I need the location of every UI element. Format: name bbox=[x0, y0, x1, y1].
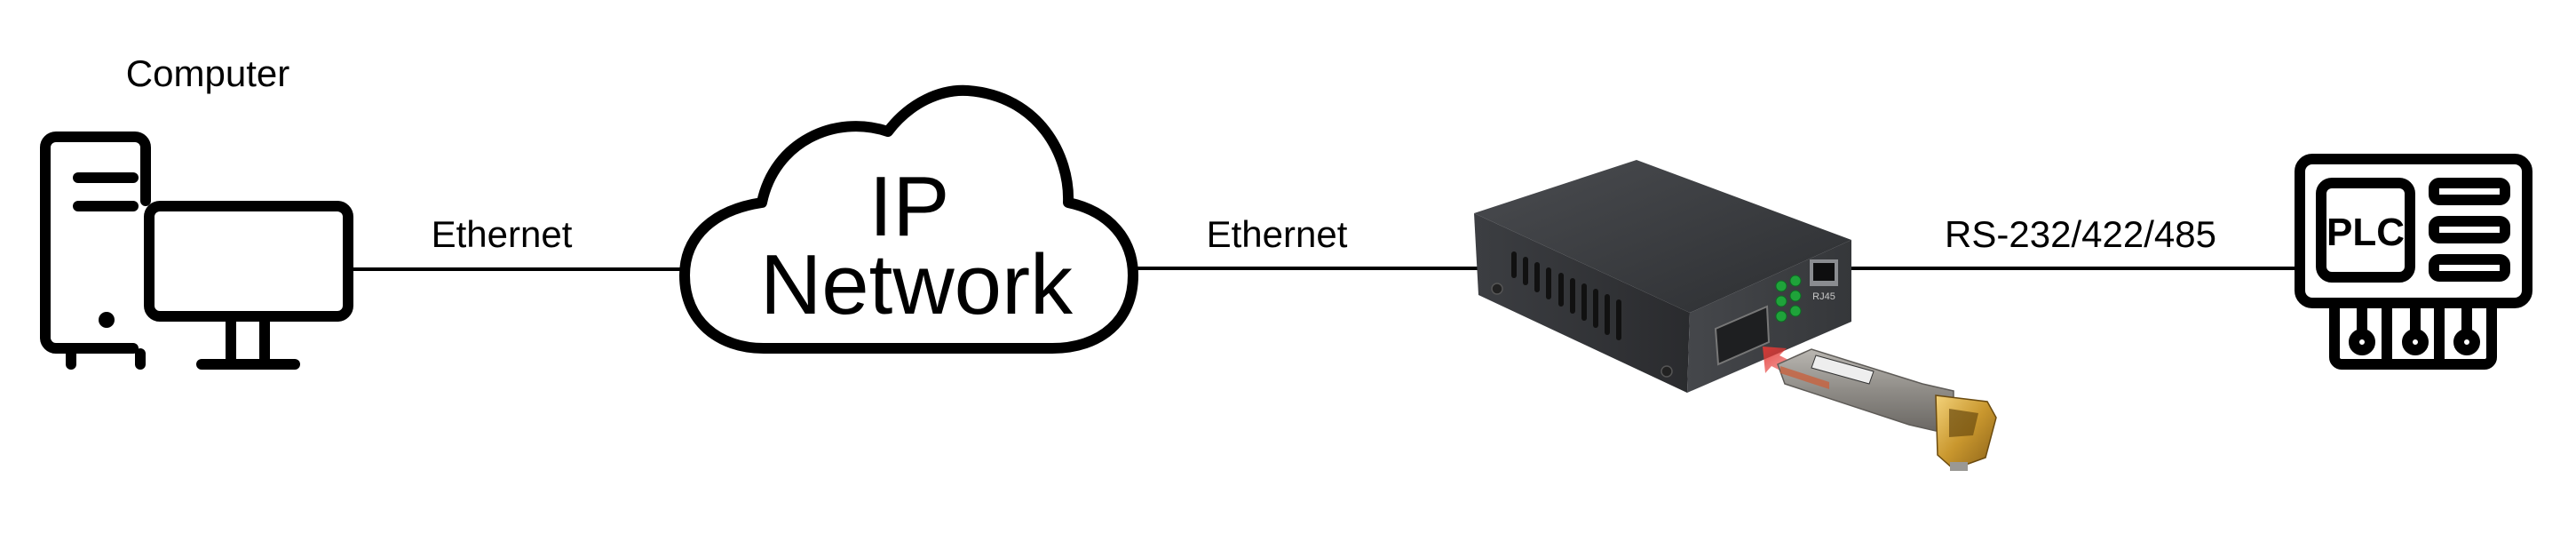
desktop-computer-icon bbox=[40, 132, 353, 370]
plc-controller-icon bbox=[2295, 154, 2532, 370]
copper-sfp-module bbox=[1777, 348, 1997, 471]
computer-label: Computer bbox=[126, 52, 289, 94]
computer-node: Computer bbox=[40, 52, 353, 370]
screw-icon bbox=[1491, 283, 1503, 295]
sfp-cage bbox=[1714, 305, 1771, 366]
rj45-port: RJ45 bbox=[1810, 259, 1838, 302]
power-button-icon bbox=[99, 312, 115, 328]
link-label-ethernet-2: Ethernet bbox=[1207, 213, 1348, 255]
led-icon bbox=[1775, 310, 1787, 323]
cloud-label-line2: Network bbox=[760, 237, 1074, 332]
link-label-serial: RS-232/422/485 bbox=[1945, 213, 2216, 255]
led-icon bbox=[1775, 295, 1787, 307]
status-leds bbox=[1775, 275, 1802, 323]
cloud-label-line1: IP bbox=[869, 159, 950, 254]
cloud-icon bbox=[679, 84, 1138, 354]
led-icon bbox=[1775, 280, 1787, 292]
plc-label: PLC bbox=[2326, 211, 2405, 254]
device-top-face bbox=[1474, 160, 1851, 313]
screw-icon bbox=[1661, 365, 1673, 378]
sfp-label bbox=[1811, 355, 1875, 385]
ip-network-cloud: IP Network bbox=[679, 84, 1138, 354]
led-icon bbox=[1789, 275, 1802, 287]
led-icon bbox=[1789, 290, 1802, 302]
rj45-port-label: RJ45 bbox=[1812, 291, 1835, 302]
plc-node: PLC bbox=[2295, 154, 2532, 370]
link-label-ethernet-1: Ethernet bbox=[432, 213, 573, 255]
vent-slots bbox=[1511, 251, 1621, 340]
serial-device-server: RJ45 bbox=[1474, 160, 1851, 393]
led-icon bbox=[1789, 305, 1802, 317]
